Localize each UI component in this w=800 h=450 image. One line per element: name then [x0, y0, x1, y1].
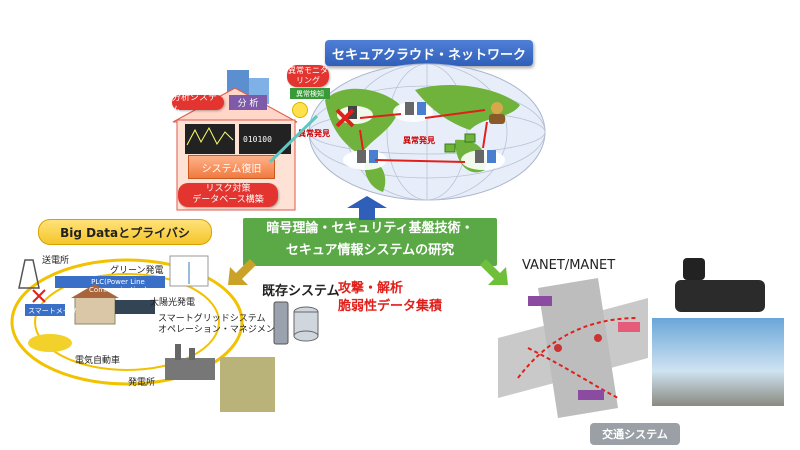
traffic-system-label: 交通システム: [590, 423, 680, 445]
existing-system-label: 既存システム: [262, 284, 340, 299]
attack-analysis-label: 攻撃・解析 脆弱性データ集積: [338, 280, 442, 316]
risk-db-label: リスク対策 データベース構築: [178, 183, 278, 207]
smart-meter-label: スマートメータ: [28, 307, 77, 315]
attack-line1: 攻撃・解析: [338, 281, 404, 296]
world-globe: [308, 63, 546, 201]
smart-grid-line1: スマートグリッドシステム: [158, 314, 266, 324]
lock-icon: [444, 143, 456, 153]
plc-label: PLC(Power Line Communication): [89, 278, 147, 294]
network-arrow: [374, 159, 466, 163]
connection-arrow: [268, 114, 319, 164]
solar-label: 太陽光発電: [150, 298, 196, 308]
power-plant-label: 発電所: [128, 378, 156, 388]
vanet-manet-label: VANET/MANET: [522, 258, 616, 273]
secure-cloud-title: セキュアクラウド・ネットワーク: [325, 40, 533, 66]
traffic-intersection-illustration: [498, 278, 648, 418]
server-cloud-icon: [461, 150, 505, 170]
green-power-label: グリーン発電: [110, 266, 164, 276]
down-left-arrow-icon: [228, 259, 256, 285]
lock-icon: [464, 133, 476, 143]
network-arrow: [359, 129, 364, 151]
user-icon: [489, 102, 505, 124]
smart-grid-illustration: [10, 255, 244, 386]
lightbulb-icon: [292, 102, 308, 118]
research-focus-box: 暗号理論・セキュリティ基盤技術・ セキュア情報システムの研究: [243, 218, 497, 266]
monitoring-line2: リング: [296, 76, 320, 85]
down-right-arrow-icon: [480, 259, 508, 285]
anomaly-monitoring-label: 異常モニタ リング: [287, 65, 329, 87]
toll-gate-photo: [652, 318, 784, 406]
monitoring-line1: 異常モニタ: [288, 66, 328, 75]
analysis-system-label: 分析システム: [172, 93, 224, 116]
etc-device-icon: [675, 258, 765, 312]
network-arrow: [359, 113, 402, 119]
intrusion-x-icon: [335, 108, 355, 128]
substation-label: 送電所: [42, 256, 70, 266]
research-line1: 暗号理論・セキュリティ基盤技術・: [266, 221, 474, 236]
server-cloud-icon: [393, 102, 433, 122]
network-arrow: [424, 109, 486, 119]
monitor-graph: [185, 124, 235, 154]
risk-db-line1: リスク対策: [205, 184, 251, 194]
attack-line2: 脆弱性データ集積: [338, 299, 443, 314]
researcher-photo: [220, 357, 275, 412]
anomaly-found-label-2: 異常発見: [403, 136, 435, 145]
research-line2: セキュア情報システムの研究: [285, 243, 455, 258]
risk-db-line2: データベース構築: [192, 195, 264, 205]
anomaly-detect-label: 異常検知: [290, 88, 330, 99]
smart-grid-ops-label: スマートグリッドシステム オペレーション・マネジメント: [158, 314, 284, 336]
database-servers-icon: [273, 301, 319, 345]
ev-label: 電気自動車: [75, 356, 121, 366]
big-data-privacy-title: Big Dataとプライバシ: [38, 219, 212, 245]
network-arrow: [482, 121, 488, 149]
analysis-label: 分 析: [229, 95, 267, 110]
smart-grid-line2: オペレーション・マネジメント: [158, 325, 284, 335]
svg-text:010100: 010100: [243, 135, 272, 144]
anomaly-found-label: 異常発見: [298, 129, 330, 138]
system-recovery-box: システム復旧: [188, 155, 275, 179]
up-arrow-icon: [347, 196, 387, 220]
server-cloud-icon: [343, 150, 387, 170]
